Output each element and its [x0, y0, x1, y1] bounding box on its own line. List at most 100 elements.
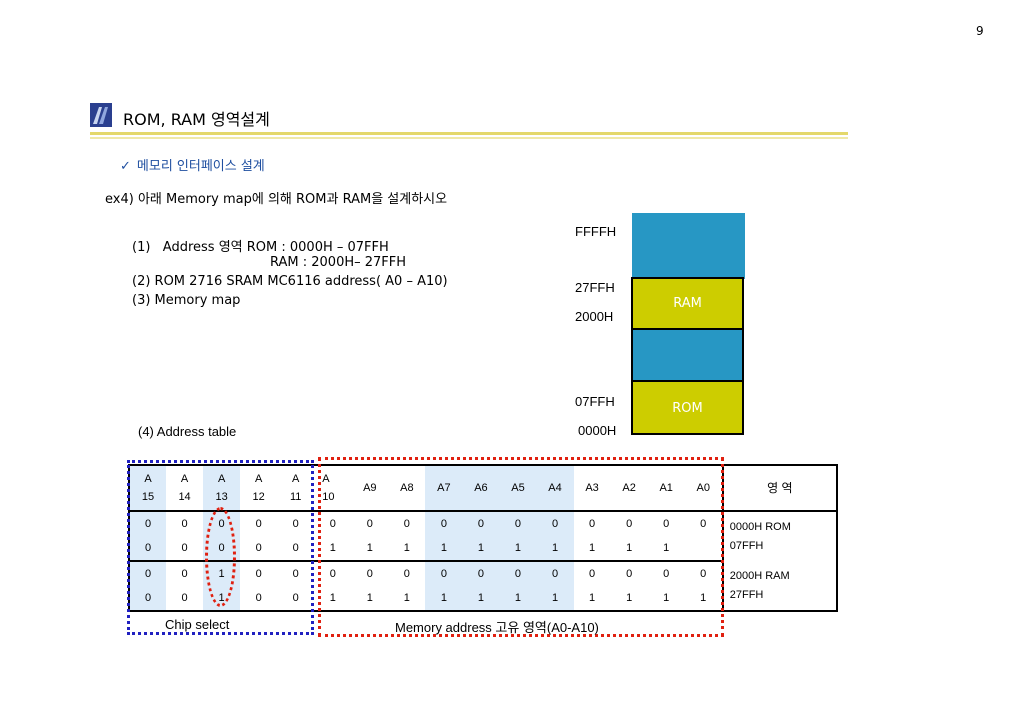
- table-cell: 0: [700, 518, 707, 530]
- ram-block-label: RAM: [673, 296, 702, 311]
- rom-block-label: ROM: [672, 401, 703, 416]
- table-row: 0 0 0 0 0 0 0 0 0 0 0 0 0 0 0 0 0000H RO…: [129, 511, 837, 561]
- subtitle-text: 메모리 인터페이스 설계: [136, 159, 265, 174]
- header-a7: A7: [425, 465, 463, 512]
- table-cell: 0: [255, 568, 262, 580]
- header-a0: A0: [684, 465, 723, 512]
- address-table-caption: (4) Address table: [138, 424, 237, 439]
- table-cell: 1: [589, 592, 596, 604]
- page-number: 9: [976, 24, 984, 38]
- table-cell: 1: [366, 592, 373, 604]
- header-a3: A3: [573, 465, 611, 512]
- table-cell: 0: [329, 518, 336, 530]
- table-cell: 1: [329, 592, 336, 604]
- memory-address-outline: [318, 457, 724, 637]
- table-cell: 0: [589, 518, 596, 530]
- table-cell: 0: [129, 536, 167, 562]
- table-cell: 0: [129, 511, 167, 536]
- chip-select-outline: [127, 460, 314, 635]
- header-a2: A2: [610, 465, 648, 512]
- table-cell: 1: [499, 586, 537, 611]
- table-cell: 0: [292, 518, 299, 530]
- table-cell: 0: [499, 511, 537, 536]
- table-cell: 0: [536, 561, 574, 586]
- table-cell: 1: [462, 536, 500, 562]
- table-cell: 0: [181, 592, 188, 604]
- header-a5: A5: [499, 465, 537, 512]
- table-cell: 0: [255, 518, 262, 530]
- table-cell: 0: [255, 592, 262, 604]
- table-cell: [684, 536, 723, 562]
- memory-map-label: 07FFH: [575, 394, 615, 409]
- table-cell: 1: [351, 536, 389, 562]
- table-cell: 1: [700, 592, 707, 604]
- memory-map-label: 2000H: [575, 309, 614, 324]
- table-cell: 0: [403, 518, 410, 530]
- table-cell: 0: [240, 536, 278, 562]
- item-chips: (2) ROM 2716 SRAM MC6116 address( A0 – A…: [132, 274, 448, 289]
- item-address-ram: RAM : 2000H– 27FFH: [270, 255, 407, 270]
- table-cell: 1: [425, 536, 463, 562]
- table-cell: 0: [366, 518, 373, 530]
- table-cell: 1: [388, 536, 426, 562]
- memory-map-free-middle: [631, 328, 744, 382]
- example-statement: ex4) 아래 Memory map에 의해 ROM과 RAM을 설계하시오: [105, 192, 448, 207]
- table-cell: 1: [499, 536, 537, 562]
- table-cell: 0: [129, 586, 167, 611]
- table-cell: 0: [329, 568, 336, 580]
- table-cell: 0: [129, 561, 167, 586]
- memory-map-rom-block: ROM: [631, 380, 744, 435]
- table-cell: 0: [292, 568, 299, 580]
- header-a9: A9: [351, 465, 389, 512]
- table-row: 0 0 1 0 0 1 1 1 1 1 1 1 1 1 1 1: [129, 586, 837, 611]
- table-cell: 1: [610, 536, 648, 562]
- table-cell: 1: [573, 536, 611, 562]
- header-a4: A4: [536, 465, 574, 512]
- title-rule: [90, 132, 848, 135]
- table-cell: 0: [366, 568, 373, 580]
- table-cell: 0: [462, 511, 500, 536]
- table-cell: 0: [403, 568, 410, 580]
- item-address-rom: (1) Address 영역 ROM : 0000H – 07FFH: [132, 240, 389, 255]
- header-a6: A6: [462, 465, 500, 512]
- table-cell: 0: [462, 561, 500, 586]
- a13-highlight-oval: [205, 507, 236, 607]
- header-a1: A1: [647, 465, 685, 512]
- table-cell: 1: [647, 536, 685, 562]
- table-cell: 0: [166, 536, 204, 562]
- table-cell: 1: [626, 592, 633, 604]
- header-a8: A8: [388, 465, 426, 512]
- memory-map-label: 27FFH: [575, 280, 615, 295]
- table-cell: 0: [626, 518, 633, 530]
- table-cell: 0: [536, 511, 574, 536]
- table-cell: 1: [403, 592, 410, 604]
- table-cell: 1: [536, 536, 574, 562]
- table-cell: 0: [181, 518, 188, 530]
- memory-map-label: 0000H: [578, 423, 617, 438]
- memory-map-free-upper: [632, 213, 745, 279]
- table-cell: 1: [462, 586, 500, 611]
- check-icon: ✓: [120, 159, 131, 174]
- table-cell: 0: [663, 518, 670, 530]
- table-cell: 0: [663, 568, 670, 580]
- item-memory-map: (3) Memory map: [132, 293, 241, 308]
- header-area: 영 역: [721, 465, 837, 512]
- title-rule-thin: [90, 137, 848, 139]
- slide-logo-icon: [90, 103, 112, 127]
- table-cell: 1: [663, 592, 670, 604]
- table-cell: 0: [425, 511, 463, 536]
- section-subtitle: ✓ 메모리 인터페이스 설계: [120, 155, 265, 174]
- table-cell: 0: [425, 561, 463, 586]
- table-cell: 0: [292, 592, 299, 604]
- memory-address-label: Memory address 고유 영역(A0-A10): [395, 620, 599, 635]
- table-cell: 0: [626, 568, 633, 580]
- page-title: ROM, RAM 영역설계: [123, 110, 270, 129]
- table-cell: 0: [499, 561, 537, 586]
